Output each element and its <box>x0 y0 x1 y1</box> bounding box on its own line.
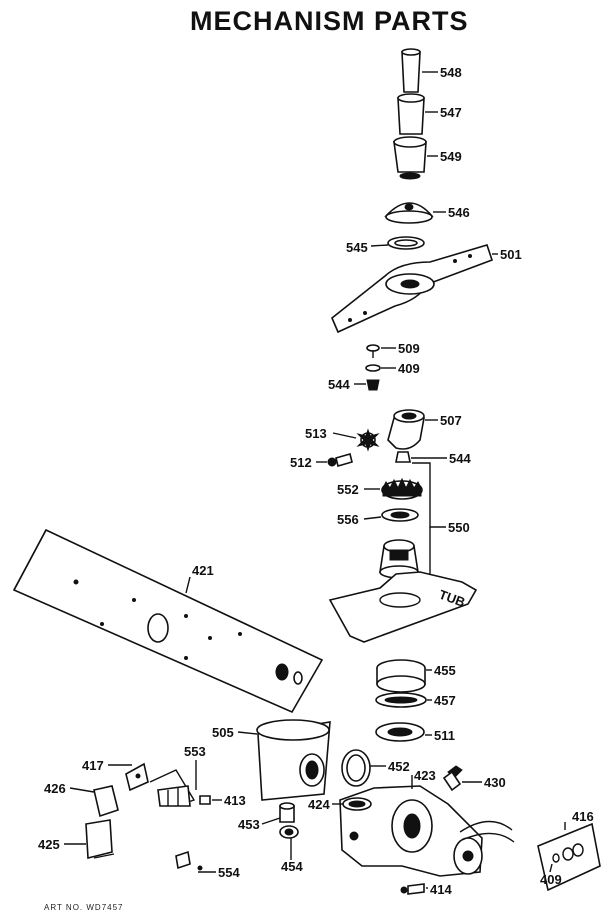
callout-549: 549 <box>440 149 462 164</box>
callout-426: 426 <box>44 781 66 796</box>
part-453-cap <box>279 802 295 823</box>
callout-547: 547 <box>440 105 462 120</box>
callout-454: 454 <box>281 859 303 874</box>
callout-414: 414 <box>430 882 452 897</box>
callout-511: 511 <box>434 728 455 743</box>
callout-513: 513 <box>305 426 327 441</box>
callout-423: 423 <box>414 768 436 783</box>
callout-554: 554 <box>218 865 240 880</box>
part-553-switch <box>149 769 196 807</box>
callout-544-middle: 544 <box>449 451 471 466</box>
part-423-motor <box>339 785 515 877</box>
part-507-housing <box>387 409 425 450</box>
part-430-spring <box>442 765 463 792</box>
part-505-sump <box>256 719 331 801</box>
part-454-clamp <box>279 825 299 839</box>
callout-416: 416 <box>572 809 594 824</box>
part-545-washer <box>387 236 425 250</box>
callout-409-bottom: 409 <box>540 872 562 887</box>
part-452-clamp <box>341 749 371 787</box>
part-416-kit <box>537 822 601 892</box>
callout-452: 452 <box>388 759 410 774</box>
part-548-tube <box>401 48 421 93</box>
part-556-seal <box>381 508 419 522</box>
callout-501: 501 <box>500 247 522 262</box>
callout-417: 417 <box>82 758 104 773</box>
part-424-clamp <box>342 797 372 811</box>
callout-545: 545 <box>346 240 368 255</box>
callout-548: 548 <box>440 65 462 80</box>
callout-453: 453 <box>238 817 260 832</box>
callout-546: 546 <box>448 205 470 220</box>
part-426-bracket <box>85 785 119 860</box>
callout-409-top: 409 <box>398 361 420 376</box>
part-417-bracket <box>125 762 149 792</box>
page-title: MECHANISM PARTS <box>190 6 469 36</box>
part-544-nut <box>366 379 380 391</box>
callout-505: 505 <box>212 725 234 740</box>
callout-430: 430 <box>484 775 506 790</box>
callout-556: 556 <box>337 512 359 527</box>
callout-550: 550 <box>448 520 470 535</box>
part-554-clip <box>175 850 203 871</box>
callout-550-bracket <box>412 462 446 528</box>
callout-457: 457 <box>434 693 456 708</box>
part-547-tube <box>397 93 425 135</box>
part-511-seal <box>375 722 425 742</box>
part-546-nut <box>384 202 434 224</box>
callout-512: 512 <box>290 455 312 470</box>
part-457-ring <box>375 692 427 708</box>
callout-507: 507 <box>440 413 462 428</box>
part-421-panel <box>12 528 324 714</box>
art-number: ART NO. WD7457 <box>44 903 124 912</box>
callout-425: 425 <box>38 837 60 852</box>
part-414-screw <box>400 883 425 895</box>
part-413-clip <box>199 795 211 805</box>
callout-509: 509 <box>398 341 420 356</box>
callout-552: 552 <box>337 482 359 497</box>
callout-421: 421 <box>192 563 214 578</box>
part-501-spray-arm <box>331 244 494 334</box>
part-544-nut-middle <box>395 451 411 463</box>
part-455-ring <box>376 659 426 693</box>
callout-553: 553 <box>184 744 206 759</box>
callout-544-top: 544 <box>328 377 350 392</box>
callout-413: 413 <box>224 793 246 808</box>
callout-424: 424 <box>308 797 330 812</box>
part-tub-section: TUB <box>328 571 478 643</box>
part-512-bolt <box>327 453 353 467</box>
part-509-screw <box>366 344 380 358</box>
callout-455: 455 <box>434 663 456 678</box>
part-409-washer <box>365 364 381 372</box>
part-549-cap <box>393 136 427 180</box>
part-513-impeller <box>356 428 380 452</box>
part-552-gear <box>381 477 423 500</box>
